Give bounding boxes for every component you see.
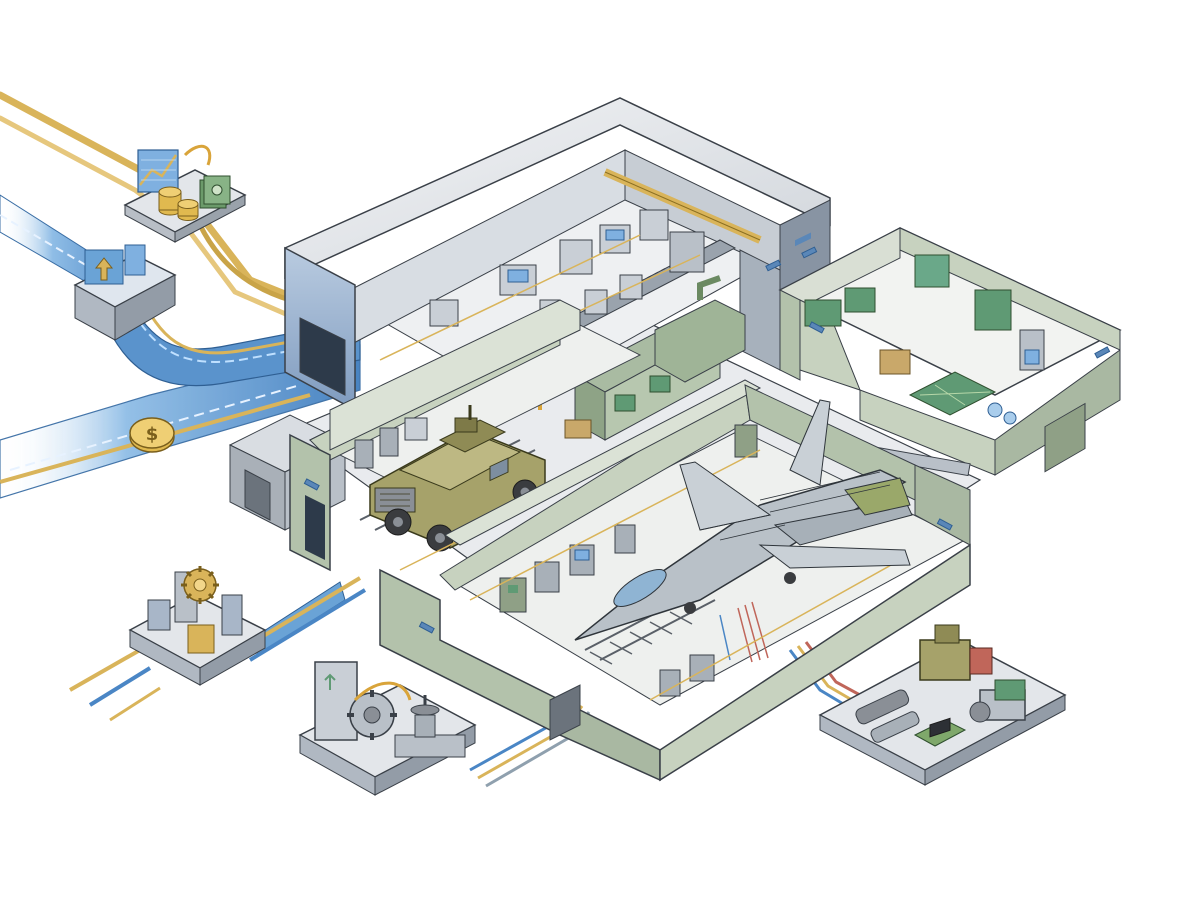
design-control-building — [778, 227, 1122, 477]
cash-icon — [199, 175, 231, 209]
motor-icon — [969, 679, 1026, 723]
gear-icon — [347, 690, 397, 740]
gear-icon — [181, 566, 219, 604]
motor-icon — [919, 624, 993, 681]
design-workstations — [804, 254, 1045, 425]
valve-icon — [394, 695, 466, 758]
coin-stack-icon — [158, 186, 199, 221]
upload-server-node — [73, 244, 177, 341]
chip-icon — [913, 717, 967, 747]
cylinder-parts — [855, 689, 920, 743]
jet-tail-fin — [789, 399, 831, 486]
vehicle-bay — [289, 299, 642, 572]
upload-arrow-icon — [94, 257, 114, 281]
valve-gear-machine — [298, 661, 477, 796]
component-platform — [818, 624, 1067, 786]
chart-icon — [137, 149, 179, 193]
dollar-coin-icon: $ — [129, 417, 175, 453]
hangar-front-wall-right — [659, 543, 971, 782]
aircraft-hangar — [379, 379, 971, 782]
finance-platform — [123, 144, 247, 243]
fighter-jet — [574, 399, 913, 641]
green-processing-tunnel — [573, 275, 746, 441]
building-windows — [303, 246, 1111, 634]
svg-text:$: $ — [146, 424, 159, 445]
jet-right-wing — [758, 544, 911, 569]
gear-station-left — [128, 566, 267, 686]
